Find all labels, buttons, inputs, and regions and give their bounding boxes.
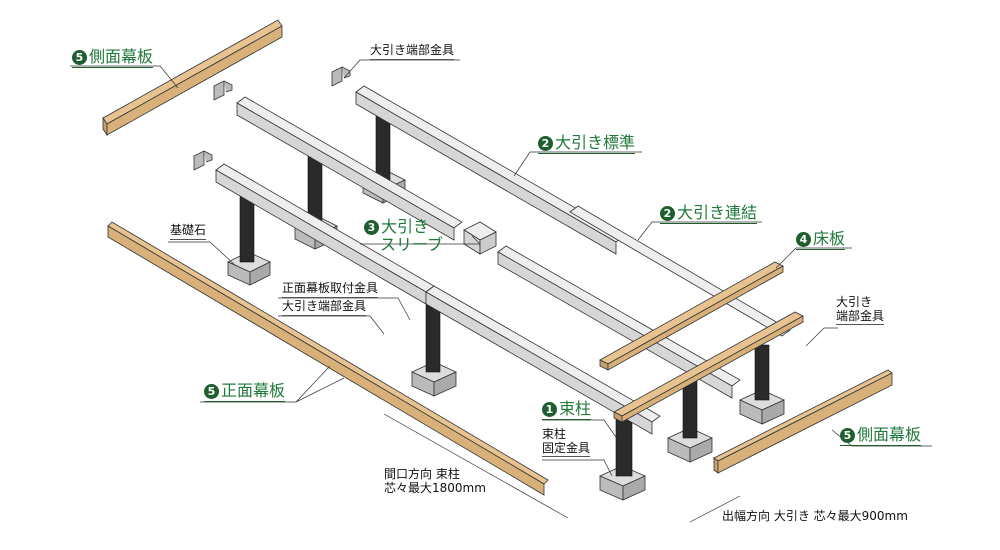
part-number-badge: 1 [542,402,557,417]
posts [239,109,770,477]
label-text: 芯々最大1800mm [384,480,486,495]
floor-boards [599,261,804,423]
side-fascia-board-right [713,369,893,474]
part-number-badge: 5 [204,384,219,399]
part-number-badge: 2 [660,206,675,221]
side-fascia-board-left [102,19,283,137]
part-number-badge: 2 [538,136,553,151]
label-front-panel-bracket: 正面幕板取付金具 [282,281,379,298]
label-text: 束柱 [542,427,567,441]
dimension-frontage: 間口方向 束柱芯々最大1800mm [384,467,486,496]
label-end-bracket-left: 大引き端部金具 [282,299,367,316]
front-fascia-board [107,221,549,496]
label-text: スリーブ [380,235,444,255]
label-text: 間口方向 束柱 [384,467,460,481]
beam-end-bracket-icon [193,66,351,171]
part-number-badge: 3 [364,220,379,235]
label-text: 正面幕板 [221,381,286,400]
label-end-bracket-right: 大引き端部金具 [836,295,885,325]
part-number-badge: 5 [840,428,855,443]
label-text: 大引き連結 [677,203,758,222]
label-foundation: 基礎石 [170,223,207,240]
label-text: 束柱 [559,399,592,418]
main-beams [215,85,791,435]
label-text: 固定金具 [542,440,591,457]
label-text: 側面幕板 [857,425,922,444]
label-post-bracket: 束柱固定金具 [542,427,591,457]
label-text: 側面幕板 [89,47,154,66]
label-text: 大引き [381,217,430,236]
label-end-bracket-top: 大引き端部金具 [370,43,455,60]
part-number-badge: 4 [796,232,811,247]
part-number-badge: 5 [72,50,87,65]
leader-lines [70,59,932,523]
label-text: 大引き標準 [555,133,636,152]
label-text: 床板 [813,229,846,248]
label-text: 大引き [836,295,873,309]
label-text: 端部金具 [836,308,885,325]
dimension-depth: 出幅方向 大引き 芯々最大900mm [722,509,908,523]
